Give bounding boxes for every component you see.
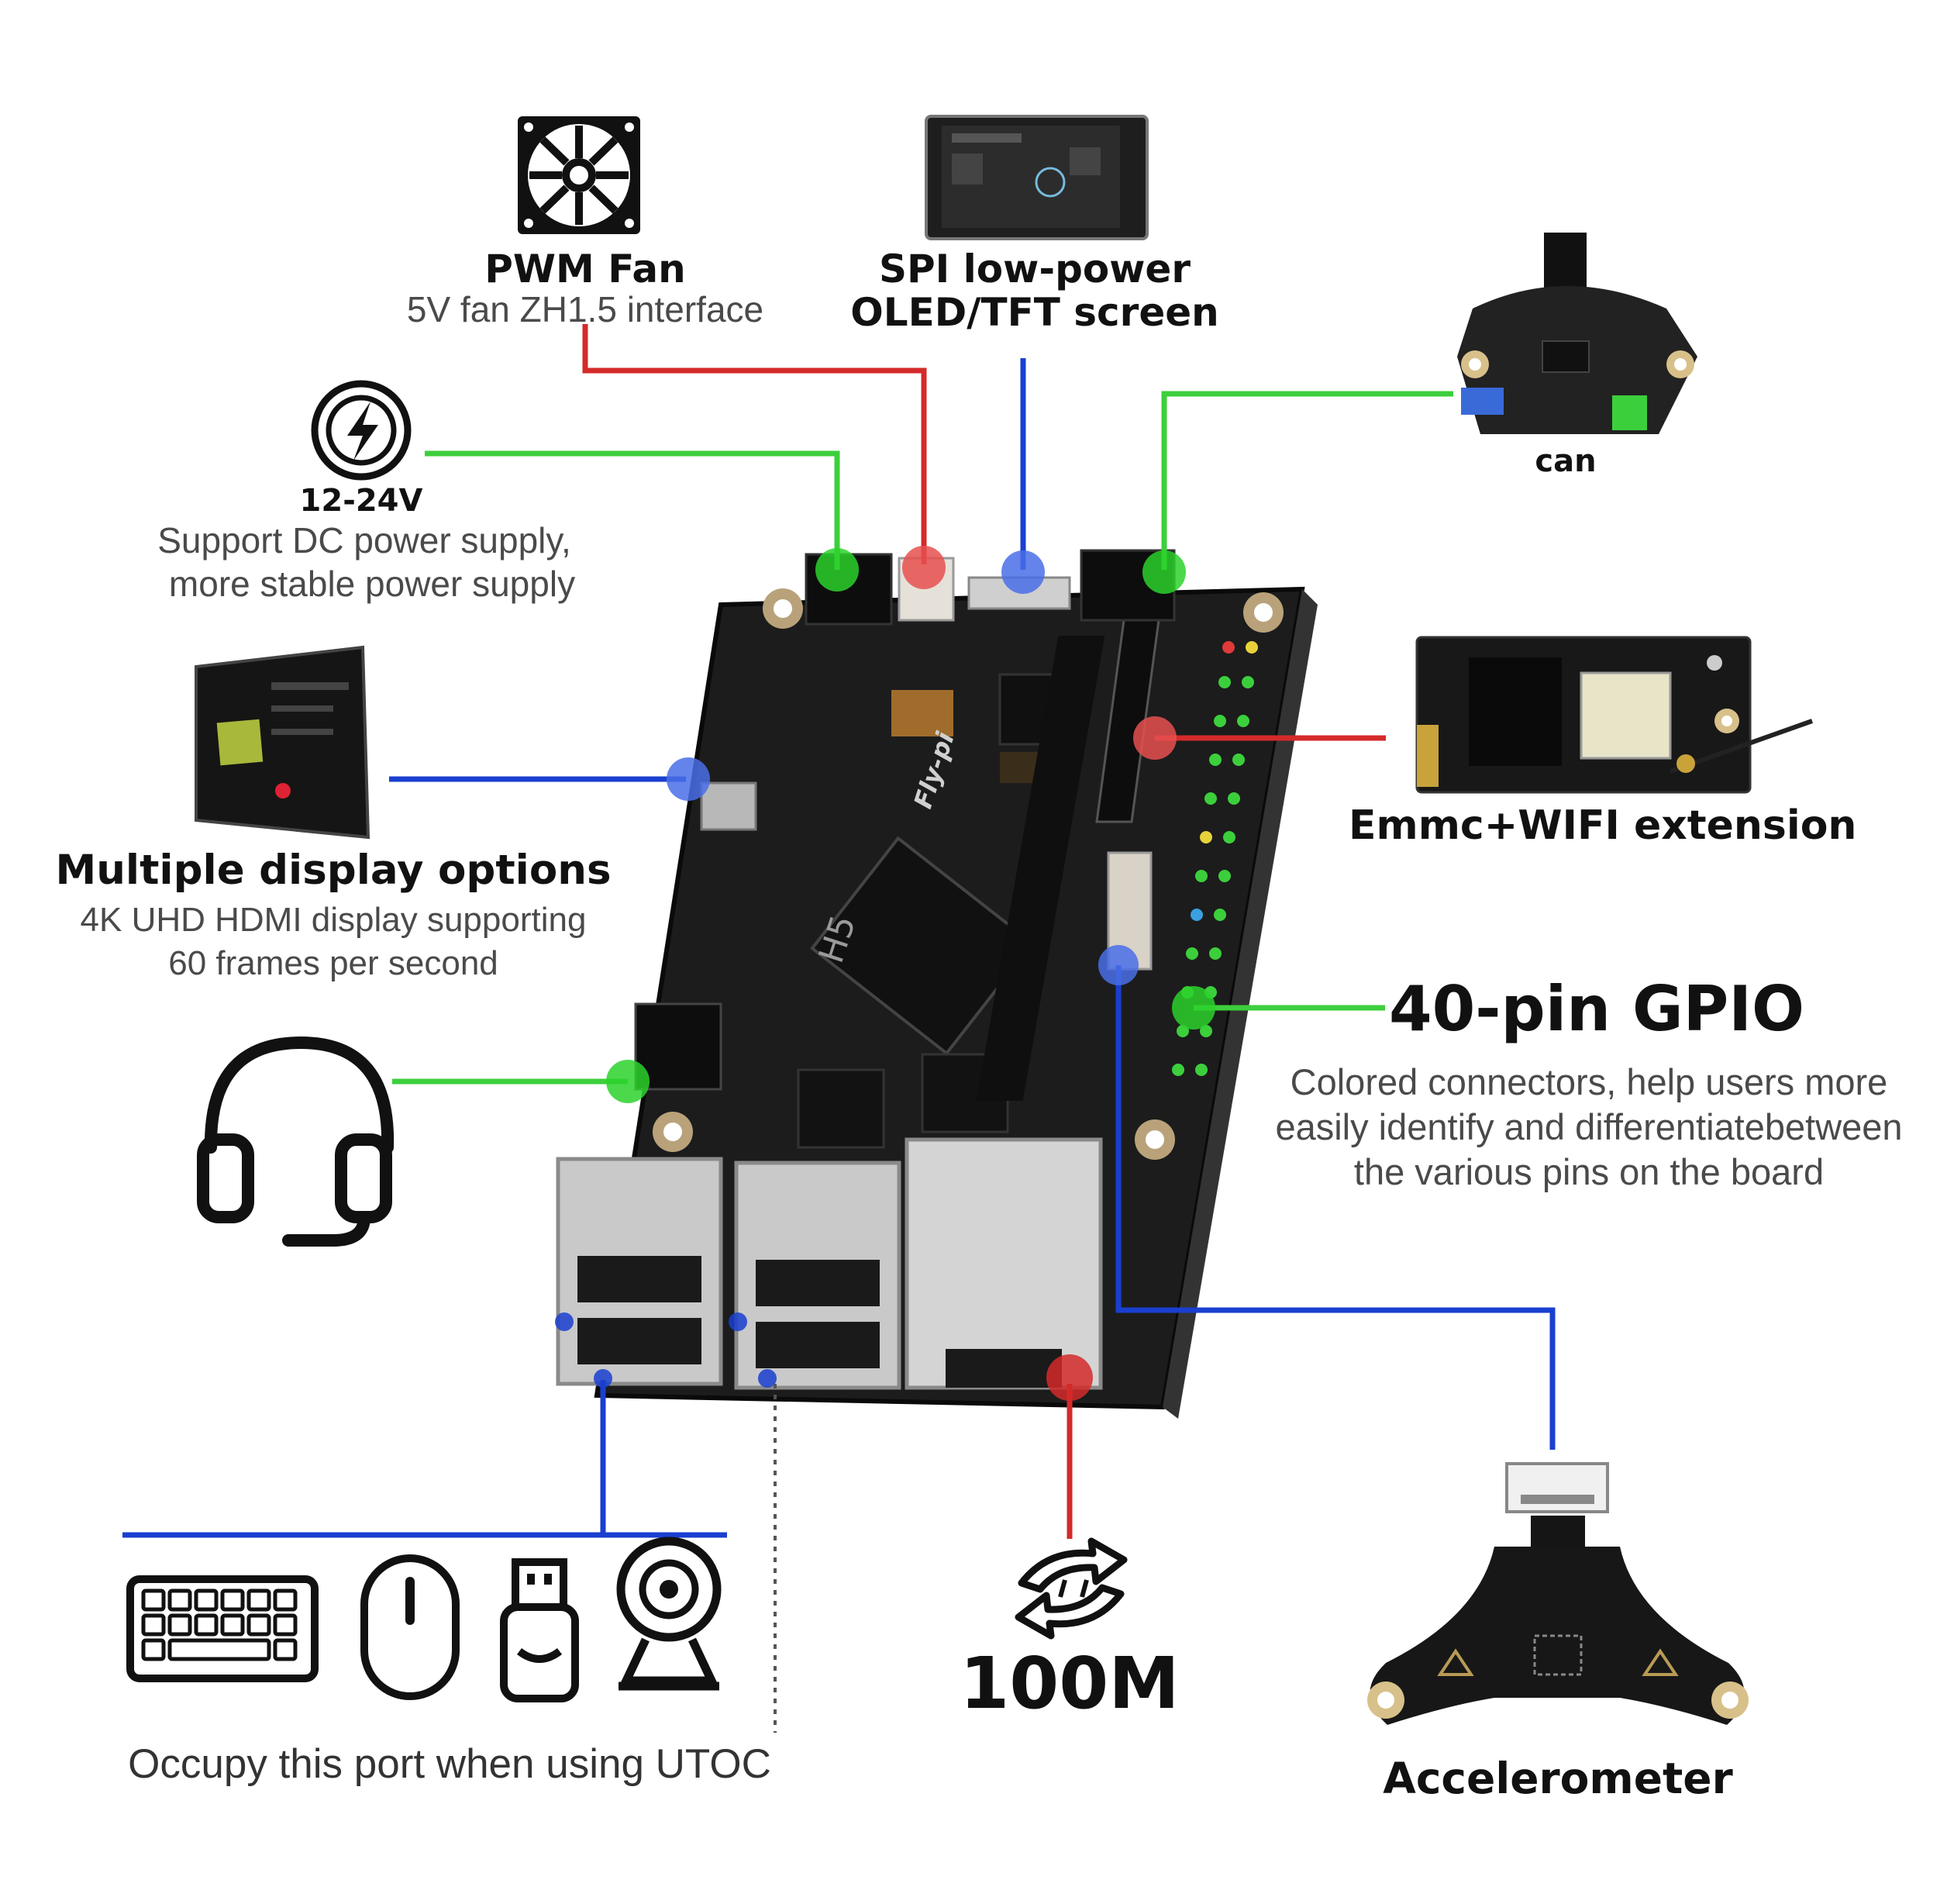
power-bolt-icon <box>311 380 412 481</box>
mouse-icon <box>360 1554 460 1700</box>
ethernet-dot <box>1046 1354 1093 1401</box>
ethernet-port <box>905 1137 1103 1390</box>
emmc-wifi-module-icon <box>1415 636 1814 794</box>
tft-screen-icon <box>925 115 1149 240</box>
usb-dot-2 <box>594 1369 612 1388</box>
usb-dot-1 <box>555 1312 574 1331</box>
power-dot <box>815 548 859 592</box>
display-description-line1: 4K UHD HDMI display supporting <box>80 901 587 939</box>
spi-dot <box>1001 550 1045 594</box>
audio-dot <box>606 1060 650 1103</box>
usb-port-2 <box>734 1161 901 1390</box>
webcam-icon <box>616 1537 722 1691</box>
emmc-title: Emmc+WIFI extension <box>1349 802 1857 849</box>
fan-line <box>582 324 927 564</box>
usb-line <box>122 1380 727 1538</box>
display-description-line2: 60 frames per second <box>168 944 498 982</box>
fan-icon <box>518 116 640 234</box>
fan-dot <box>902 546 946 589</box>
usb-description: Occupy this port when using UTOC <box>128 1741 771 1787</box>
connection-dots <box>555 546 1215 1401</box>
gpio-description-line3: the various pins on the board <box>1353 1151 1825 1192</box>
fan-title: PWM Fan <box>484 247 686 291</box>
network-arrows-icon <box>1015 1537 1128 1640</box>
accelerometer-board-icon <box>1367 1462 1749 1725</box>
spi-title-line2: OLED/TFT screen <box>850 290 1219 335</box>
gpio-dot <box>1172 986 1215 1030</box>
power-description-line2: more stable power supply <box>168 564 576 604</box>
gpio-header <box>976 636 1258 1101</box>
can-board-icon <box>1457 233 1697 434</box>
accel-dot <box>1098 945 1139 985</box>
usb-dot-3 <box>729 1312 747 1331</box>
audio-jack <box>634 1002 722 1091</box>
emmc-dot <box>1133 716 1177 760</box>
gpio-title: 40-pin GPIO <box>1388 973 1805 1045</box>
board: Fly-pi H5 <box>556 549 1318 1419</box>
soc-chip <box>810 836 1035 1056</box>
accel-line <box>1115 965 1556 1450</box>
usb-port-1 <box>556 1157 723 1386</box>
usb-dot-4 <box>758 1369 777 1388</box>
connector-lines <box>122 324 1556 1733</box>
ethernet-title: 100M <box>960 1642 1180 1725</box>
power-title: 12-24V <box>299 483 423 519</box>
hdmi-display-icon <box>195 645 370 840</box>
display-title: Multiple display options <box>55 847 612 894</box>
power-line <box>425 450 840 570</box>
hdmi-port <box>700 781 757 831</box>
spi-title-line1: SPI low-power <box>878 247 1191 291</box>
power-description-line1: Support DC power supply, <box>157 520 571 561</box>
headset-icon <box>197 1036 395 1247</box>
fan-description: 5V fan ZH1.5 interface <box>406 289 764 329</box>
can-dot <box>1142 550 1186 594</box>
gpio-description-line1: Colored connectors, help users more <box>1290 1061 1888 1102</box>
display-dot <box>667 757 710 801</box>
can-title: can <box>1535 443 1597 479</box>
keyboard-icon <box>126 1575 319 1682</box>
gpio-description-line2: easily identify and differentiatebetween <box>1275 1106 1903 1147</box>
accelerometer-title: Accelerometer <box>1383 1754 1733 1803</box>
usb-drive-icon <box>500 1558 579 1702</box>
can-line <box>1161 391 1453 570</box>
